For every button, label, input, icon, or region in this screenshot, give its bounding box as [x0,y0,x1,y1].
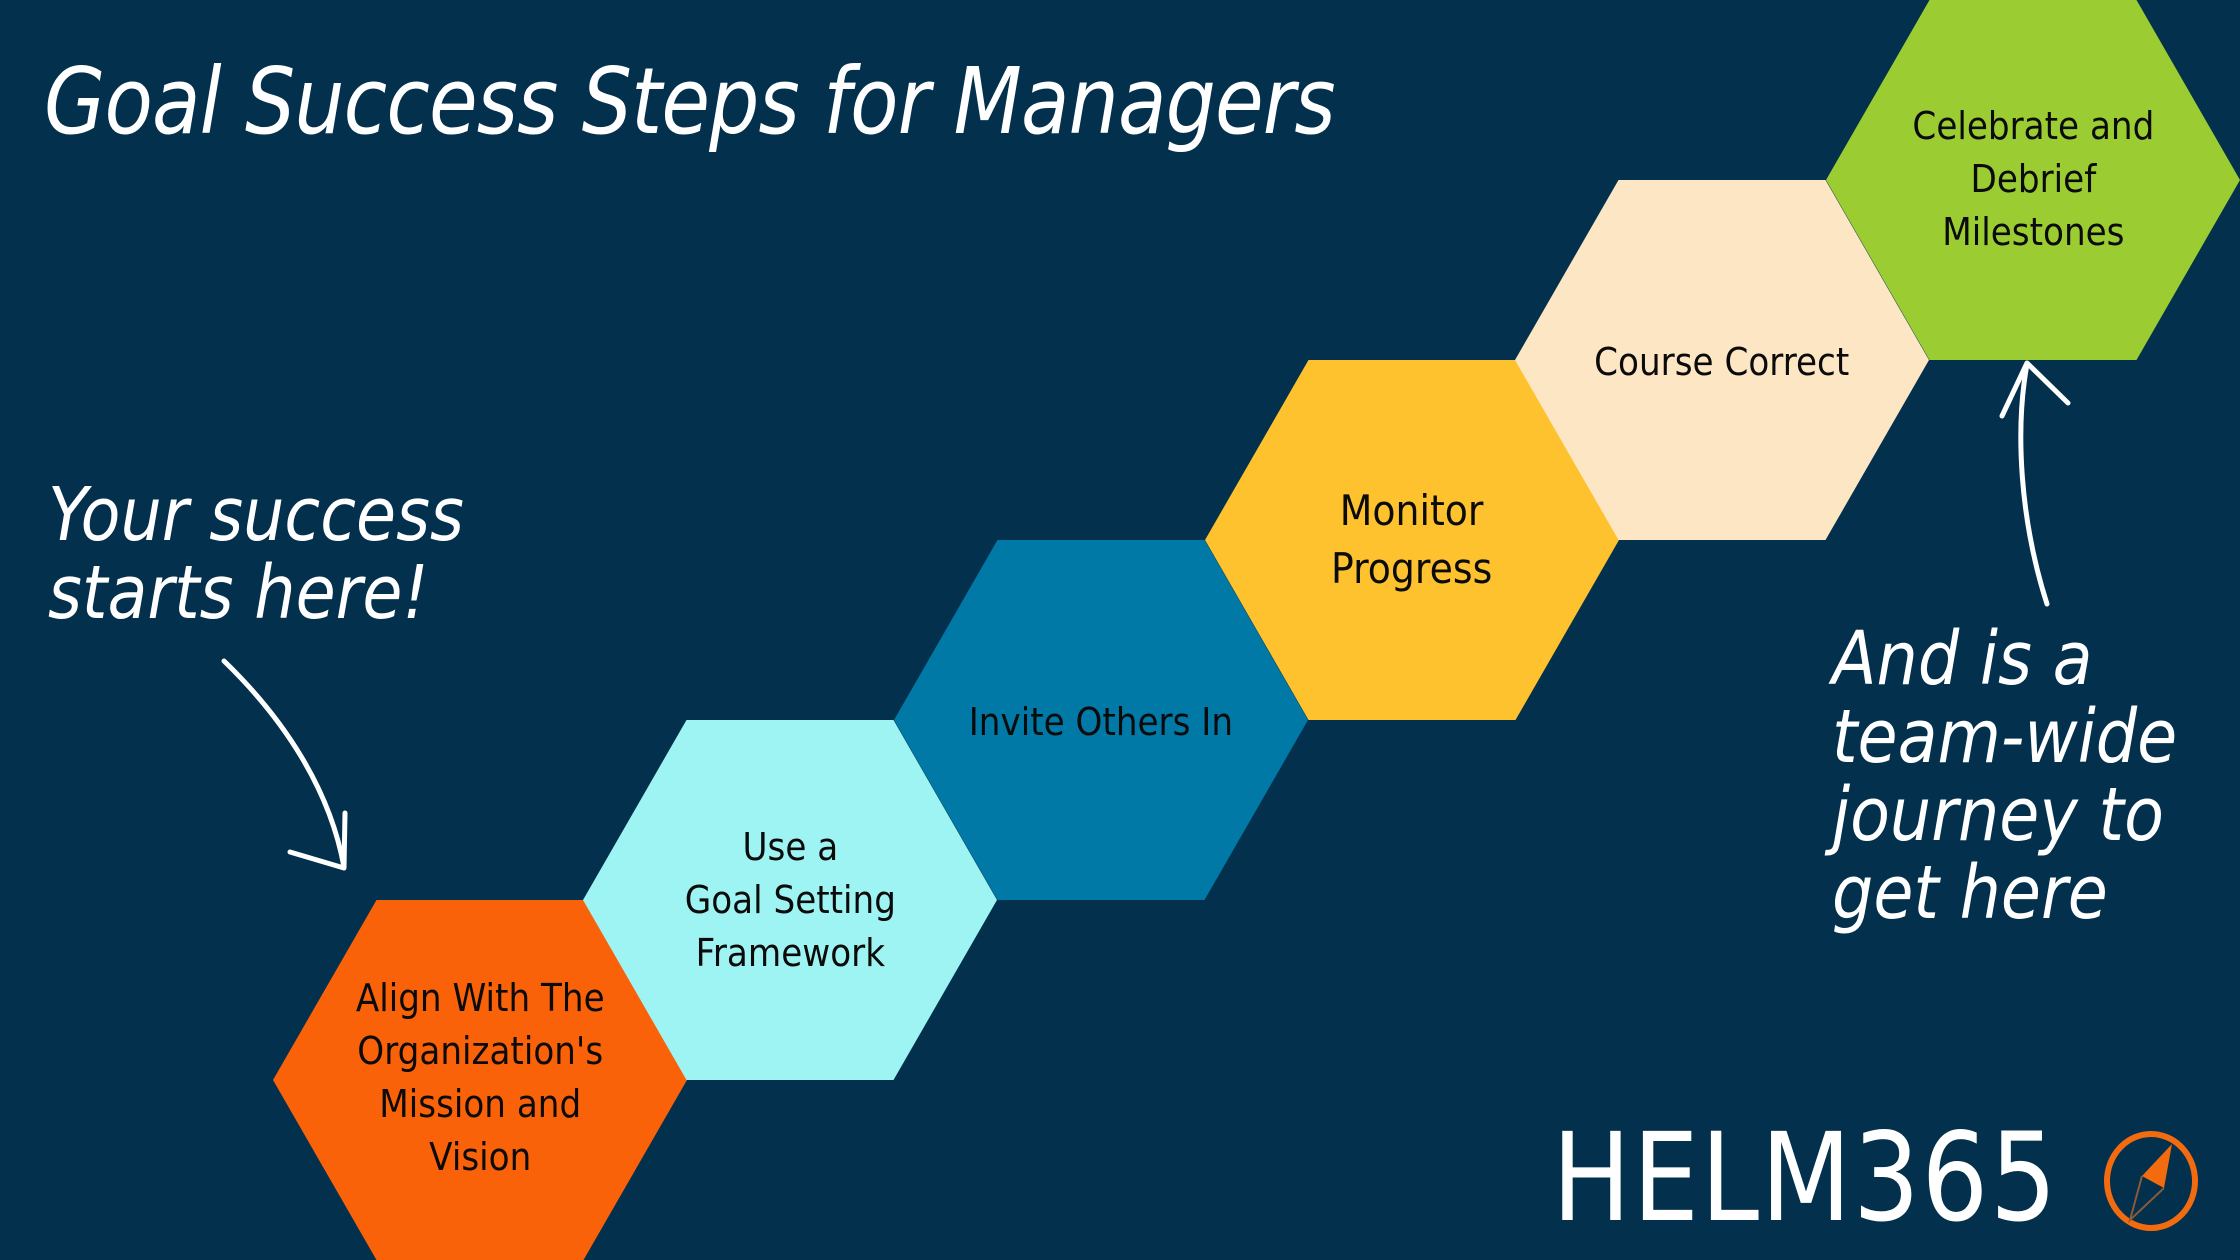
arrow-up-icon [1999,360,2071,607]
step-3-line: Invite Others In [968,699,1234,744]
team-callout-line: team-wide [1832,694,2178,780]
step-1-line: Mission and [379,1082,581,1126]
step-1-line: Vision [428,1135,532,1179]
step-6-line: Celebrate and [1912,103,2154,148]
step-1-line: Align With The [355,976,605,1020]
step-6-label: Celebrate and Debrief Milestones [1912,100,2154,259]
step-1-line: Organization's [357,1029,603,1073]
team-callout-line: And is a [1832,616,2093,702]
start-callout-line: starts here! [48,550,429,636]
step-2-line: Framework [695,930,885,975]
start-callout: Your success starts here! [48,476,464,632]
step-6-line: Milestones [1941,209,2125,254]
step-5-label: Course Correct [1594,336,1849,389]
step-5-hexagon: Course Correct [1515,180,1929,540]
step-1-label: Align With The Organization's Mission an… [356,972,605,1184]
step-6-line: Debrief [1970,156,2096,201]
step-5-line: Course Correct [1594,339,1850,384]
team-callout-line: get here [1832,850,2108,936]
start-callout-line: Your success [48,472,464,558]
step-4-label: Monitor Progress [1331,482,1492,598]
arrow-down-icon [221,658,348,871]
step-4-line: Monitor [1340,486,1484,535]
helm365-logo: HELM365 [1552,1107,2198,1249]
step-2-label: Use a Goal Setting Framework [684,821,895,980]
step-3-hexagon: Invite Others In [894,540,1308,900]
compass-icon [2104,1131,2198,1231]
step-2-line: Use a [742,824,838,869]
team-callout-line: journey to [1832,772,2164,858]
step-3-label: Invite Others In [969,696,1233,749]
step-2-hexagon: Use a Goal Setting Framework [583,720,997,1080]
page-title: Goal Success Steps for Managers [44,48,1336,155]
step-6-hexagon: Celebrate and Debrief Milestones [1826,0,2240,360]
step-2-line: Goal Setting [684,877,896,922]
team-callout: And is a team-wide journey to get here [1832,620,2177,932]
step-4-line: Progress [1331,544,1493,593]
logo-wordmark: HELM365 [1552,1107,2059,1249]
